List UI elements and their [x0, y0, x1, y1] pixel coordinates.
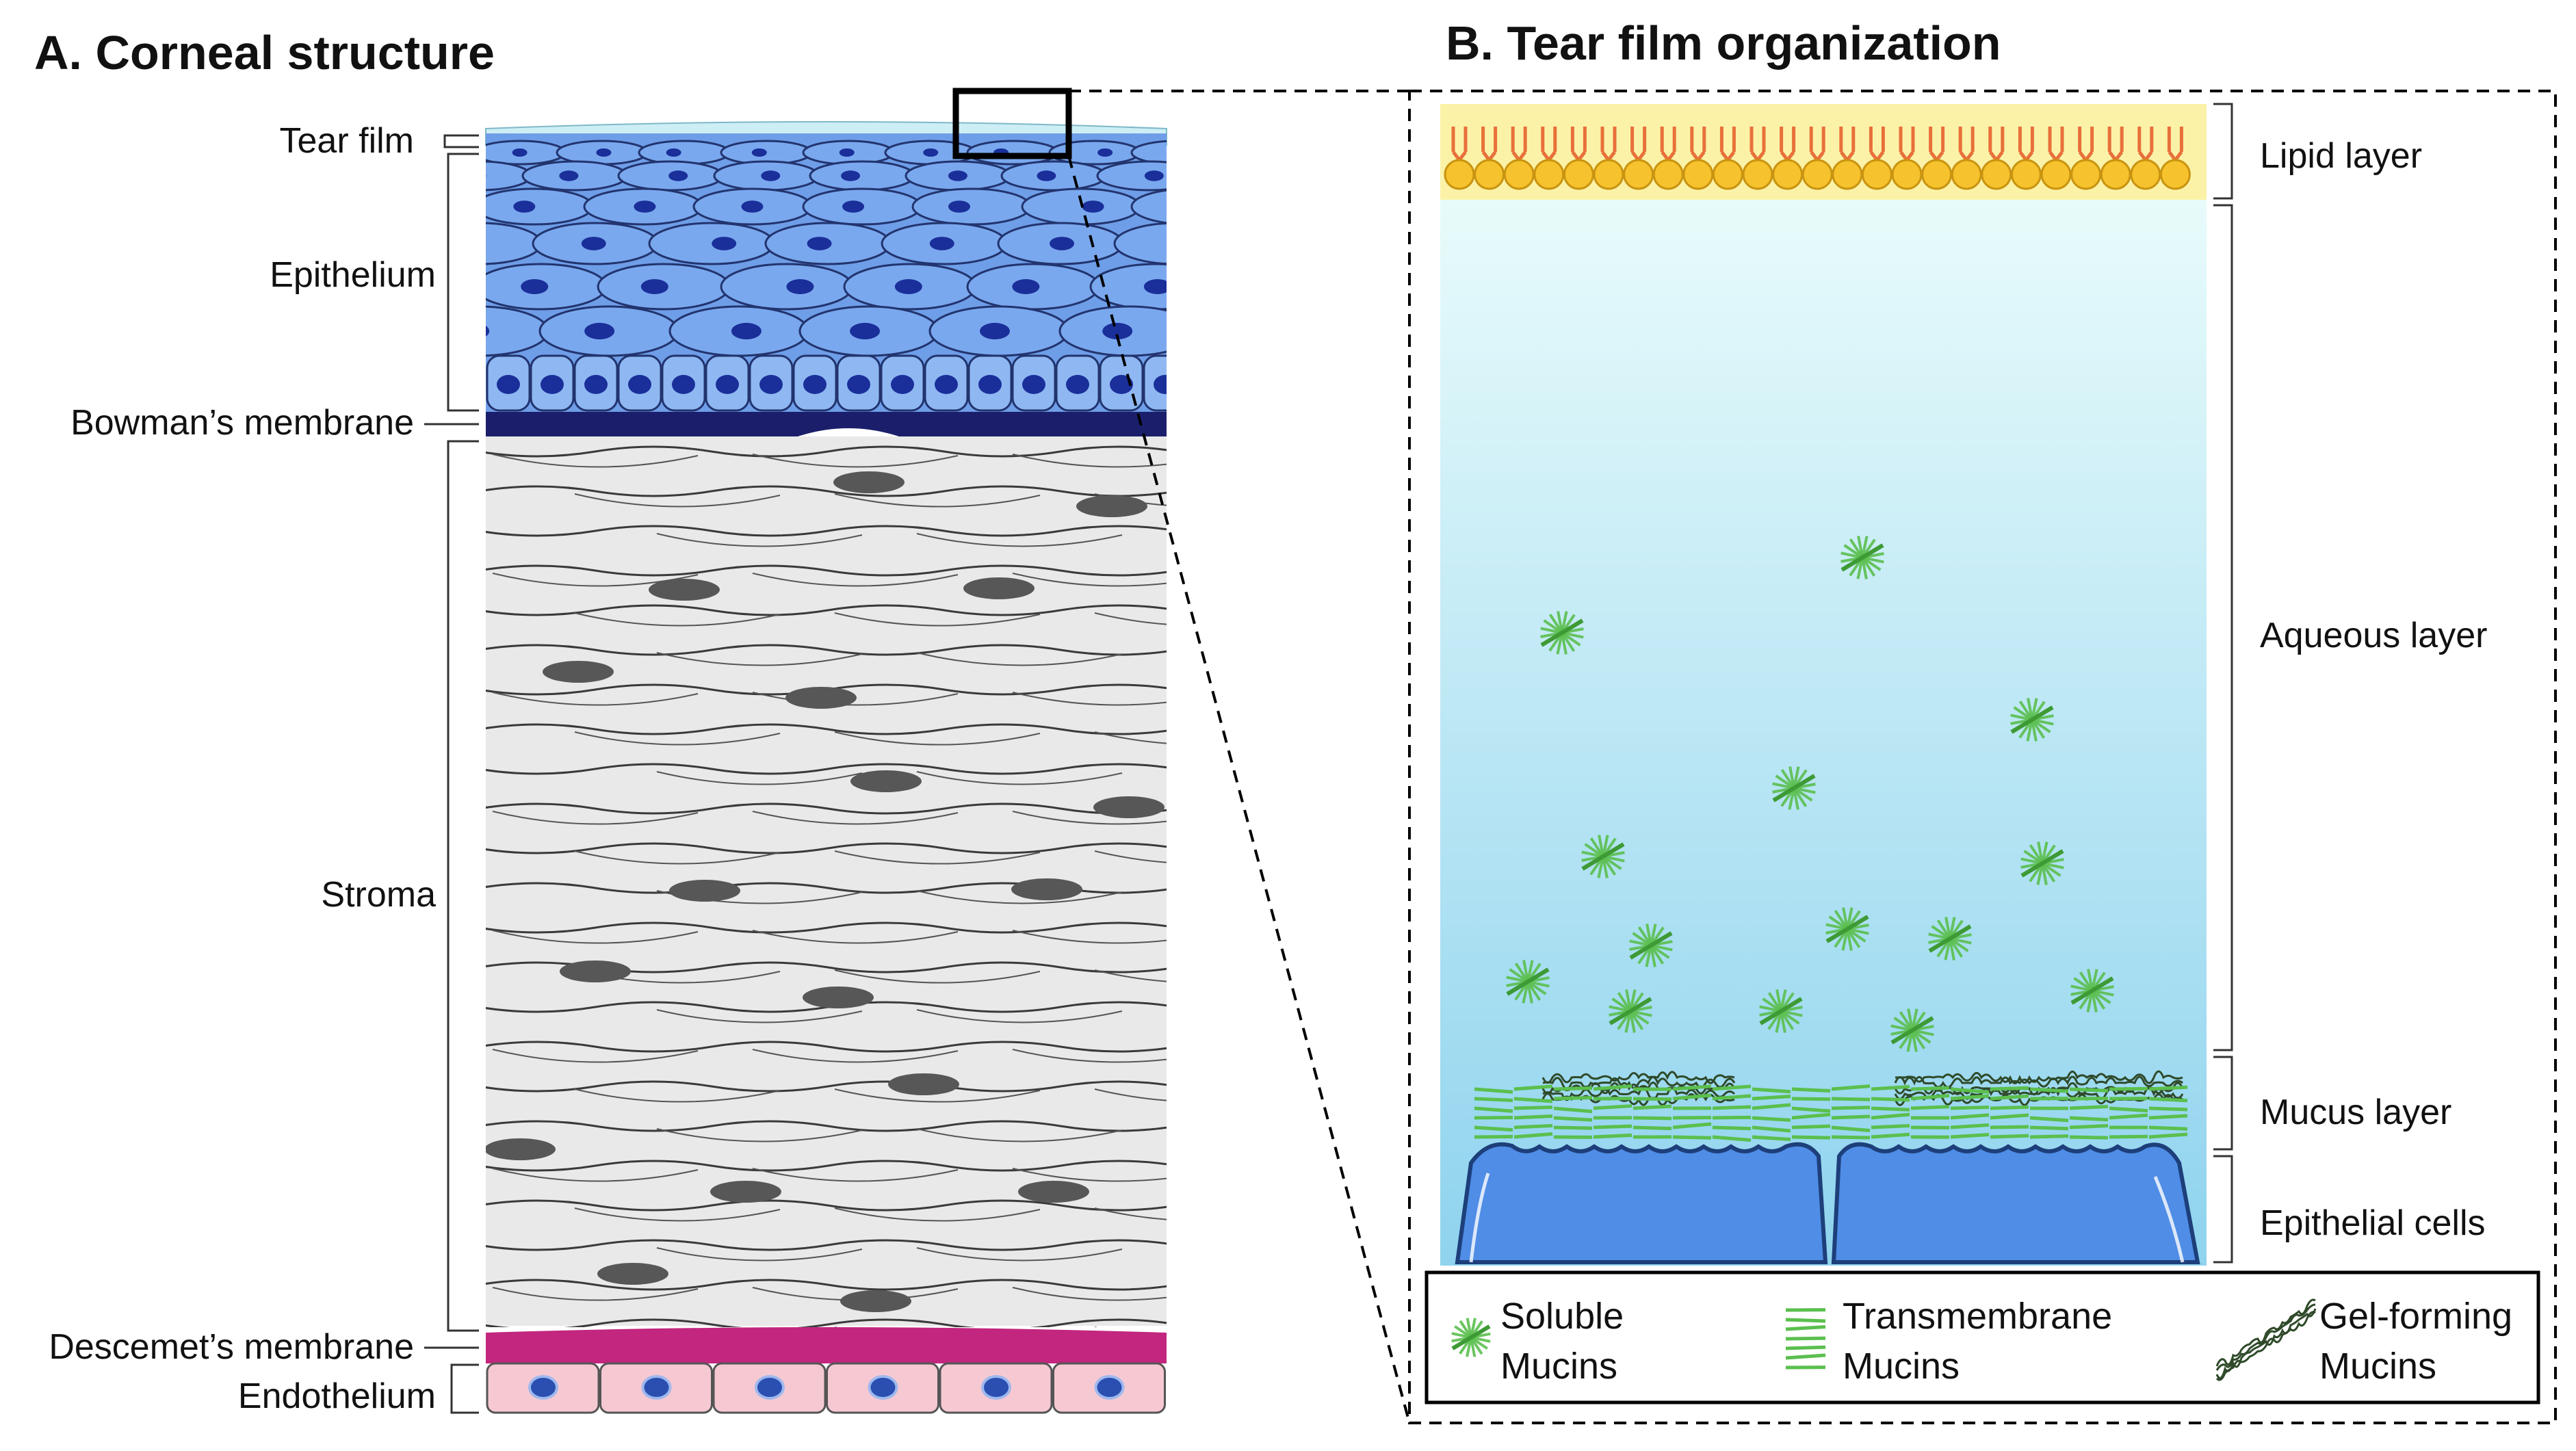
panel-a-title: A. Corneal structure — [34, 26, 495, 79]
descemets-membrane-layer — [486, 1327, 1167, 1363]
label-epithelium: Epithelium — [270, 255, 436, 295]
legend-box — [1424, 1270, 2540, 1404]
panel-a-brackets — [424, 134, 479, 1414]
legend-gel-forming-line1: Gel-forming — [2319, 1296, 2513, 1337]
aqueous-layer — [1440, 198, 2207, 1266]
panel-b-frame — [1408, 90, 2557, 1424]
label-bowmans-membrane: Bowman’s membrane — [70, 403, 414, 443]
label-stroma: Stroma — [321, 875, 436, 915]
label-mucus-layer: Mucus layer — [2260, 1093, 2452, 1132]
label-endothelium: Endothelium — [237, 1376, 436, 1416]
legend-gel-forming-line2: Mucins — [2319, 1345, 2437, 1387]
mucus-layer — [1474, 1070, 2188, 1142]
legend-soluble-mucins: Soluble Mucins — [1500, 1292, 1624, 1391]
panel-b-brackets — [2213, 103, 2233, 1264]
legend-transmembrane-line1: Transmembrane — [1843, 1296, 2113, 1337]
legend-soluble-line2: Mucins — [1500, 1345, 1618, 1387]
label-epithelial-cells: Epithelial cells — [2260, 1203, 2486, 1243]
label-aqueous-layer: Aqueous layer — [2260, 616, 2488, 655]
panel-b-title: B. Tear film organization — [1446, 16, 2001, 70]
label-descemets-membrane: Descemet’s membrane — [49, 1327, 414, 1367]
epithelial-cells-layer — [1455, 1142, 2200, 1264]
legend-gel-forming-mucins: Gel-forming Mucins — [2319, 1292, 2512, 1391]
zoom-box — [952, 88, 1072, 159]
epithelium-layer — [486, 133, 1167, 414]
lipid-layer — [1440, 104, 2207, 200]
legend-icons — [1451, 1298, 2317, 1381]
legend-transmembrane-line2: Mucins — [1843, 1345, 1960, 1387]
soluble-mucins — [1506, 536, 2114, 1052]
legend-soluble-line1: Soluble — [1500, 1296, 1624, 1337]
label-tear-film: Tear film — [279, 121, 414, 161]
stroma-layer — [486, 436, 1167, 1327]
legend-transmembrane-mucins: Transmembrane Mucins — [1843, 1292, 2112, 1391]
zoom-connector-diagonal — [1067, 155, 1411, 1424]
bowmans-membrane-layer — [486, 412, 1167, 438]
endothelium-layer — [486, 1362, 1166, 1414]
label-lipid-layer: Lipid layer — [2260, 136, 2423, 176]
